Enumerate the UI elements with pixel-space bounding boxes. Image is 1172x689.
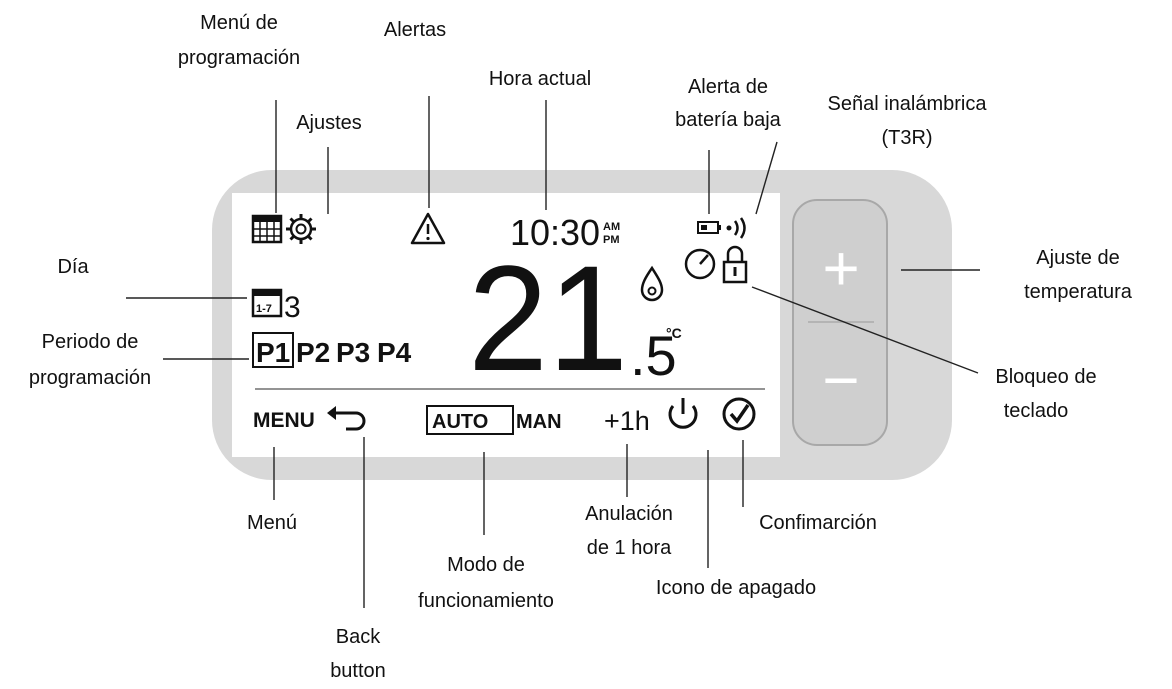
callout-temperature-adjust-2: temperatura <box>1024 281 1133 303</box>
callout-menu: Menú <box>247 512 297 534</box>
mode-indicator: AUTO MAN <box>426 405 562 435</box>
gauge-icon <box>684 248 716 280</box>
callout-override-2: de 1 hora <box>587 537 672 559</box>
leader-lines <box>126 96 980 608</box>
callout-keypad-lock-2: teclado <box>1004 400 1069 422</box>
day-indicator: 1-7 3 <box>251 288 301 324</box>
callout-back-2: button <box>330 660 386 682</box>
callouts: Menú de programación Alertas Ajustes Hor… <box>29 12 1133 682</box>
callout-settings: Ajustes <box>296 112 362 134</box>
menu-label: MENU <box>253 409 315 432</box>
flame-icon <box>640 265 664 302</box>
callout-operating-mode-1: Modo de <box>447 554 525 576</box>
callout-wireless-2: (T3R) <box>881 127 932 149</box>
callout-alerts: Alertas <box>384 19 446 41</box>
callout-keypad-lock-1: Bloqueo de <box>995 366 1096 388</box>
power-icon <box>668 398 698 429</box>
callout-operating-mode-2: funcionamiento <box>418 590 554 612</box>
callout-wireless-1: Señal inalámbrica <box>828 93 988 115</box>
am-label: AM <box>603 221 620 233</box>
callout-off-icon: Icono de apagado <box>656 577 816 599</box>
callout-low-battery-1: Alerta de <box>688 76 768 98</box>
battery-icon <box>697 221 721 234</box>
check-icon <box>722 397 756 431</box>
callout-period-2: programación <box>29 367 151 389</box>
day-range-label: 1-7 <box>256 303 272 315</box>
day-number: 3 <box>284 291 301 324</box>
override-label: +1h <box>604 406 650 436</box>
thermostat-body <box>212 170 952 480</box>
lock-icon <box>722 245 748 284</box>
callout-confirmation: Confimarción <box>759 512 877 534</box>
minus-button[interactable]: − <box>822 344 859 416</box>
warning-icon <box>410 212 446 245</box>
callout-programming-menu-2: programación <box>178 47 300 69</box>
period-p2: P2 <box>296 337 330 368</box>
auto-label: AUTO <box>432 411 488 433</box>
temperature-unit: °C <box>666 325 682 341</box>
back-arrow-icon[interactable] <box>327 406 366 431</box>
clock-digits: 10:30 <box>510 212 600 253</box>
gear-icon <box>286 214 316 244</box>
pm-label: PM <box>603 234 620 246</box>
callout-programming-menu-1: Menú de <box>200 12 278 34</box>
callout-temperature-adjust-1: Ajuste de <box>1036 247 1119 269</box>
plus-button[interactable]: + <box>822 232 859 304</box>
temperature-display: 21 .5 °C <box>468 234 682 402</box>
callout-back-1: Back <box>336 626 381 648</box>
callout-period-1: Periodo de <box>42 331 139 353</box>
callout-current-time: Hora actual <box>489 68 591 90</box>
callout-low-battery-2: batería baja <box>675 109 782 131</box>
wireless-signal-icon <box>726 217 746 239</box>
callout-override-1: Anulación <box>585 503 673 525</box>
period-indicator: P1 P2 P3 P4 <box>252 332 412 368</box>
clock-display: 10:30 AM PM <box>510 212 620 253</box>
temperature-main: 21 <box>468 234 628 402</box>
temperature-button-panel[interactable]: + − <box>792 199 888 446</box>
period-p4: P4 <box>377 337 412 368</box>
calendar-icon <box>251 214 283 244</box>
man-label: MAN <box>516 411 562 433</box>
temperature-decimal: .5 <box>630 324 677 387</box>
period-p1: P1 <box>256 337 290 368</box>
callout-day: Día <box>57 256 89 278</box>
period-p3: P3 <box>336 337 370 368</box>
